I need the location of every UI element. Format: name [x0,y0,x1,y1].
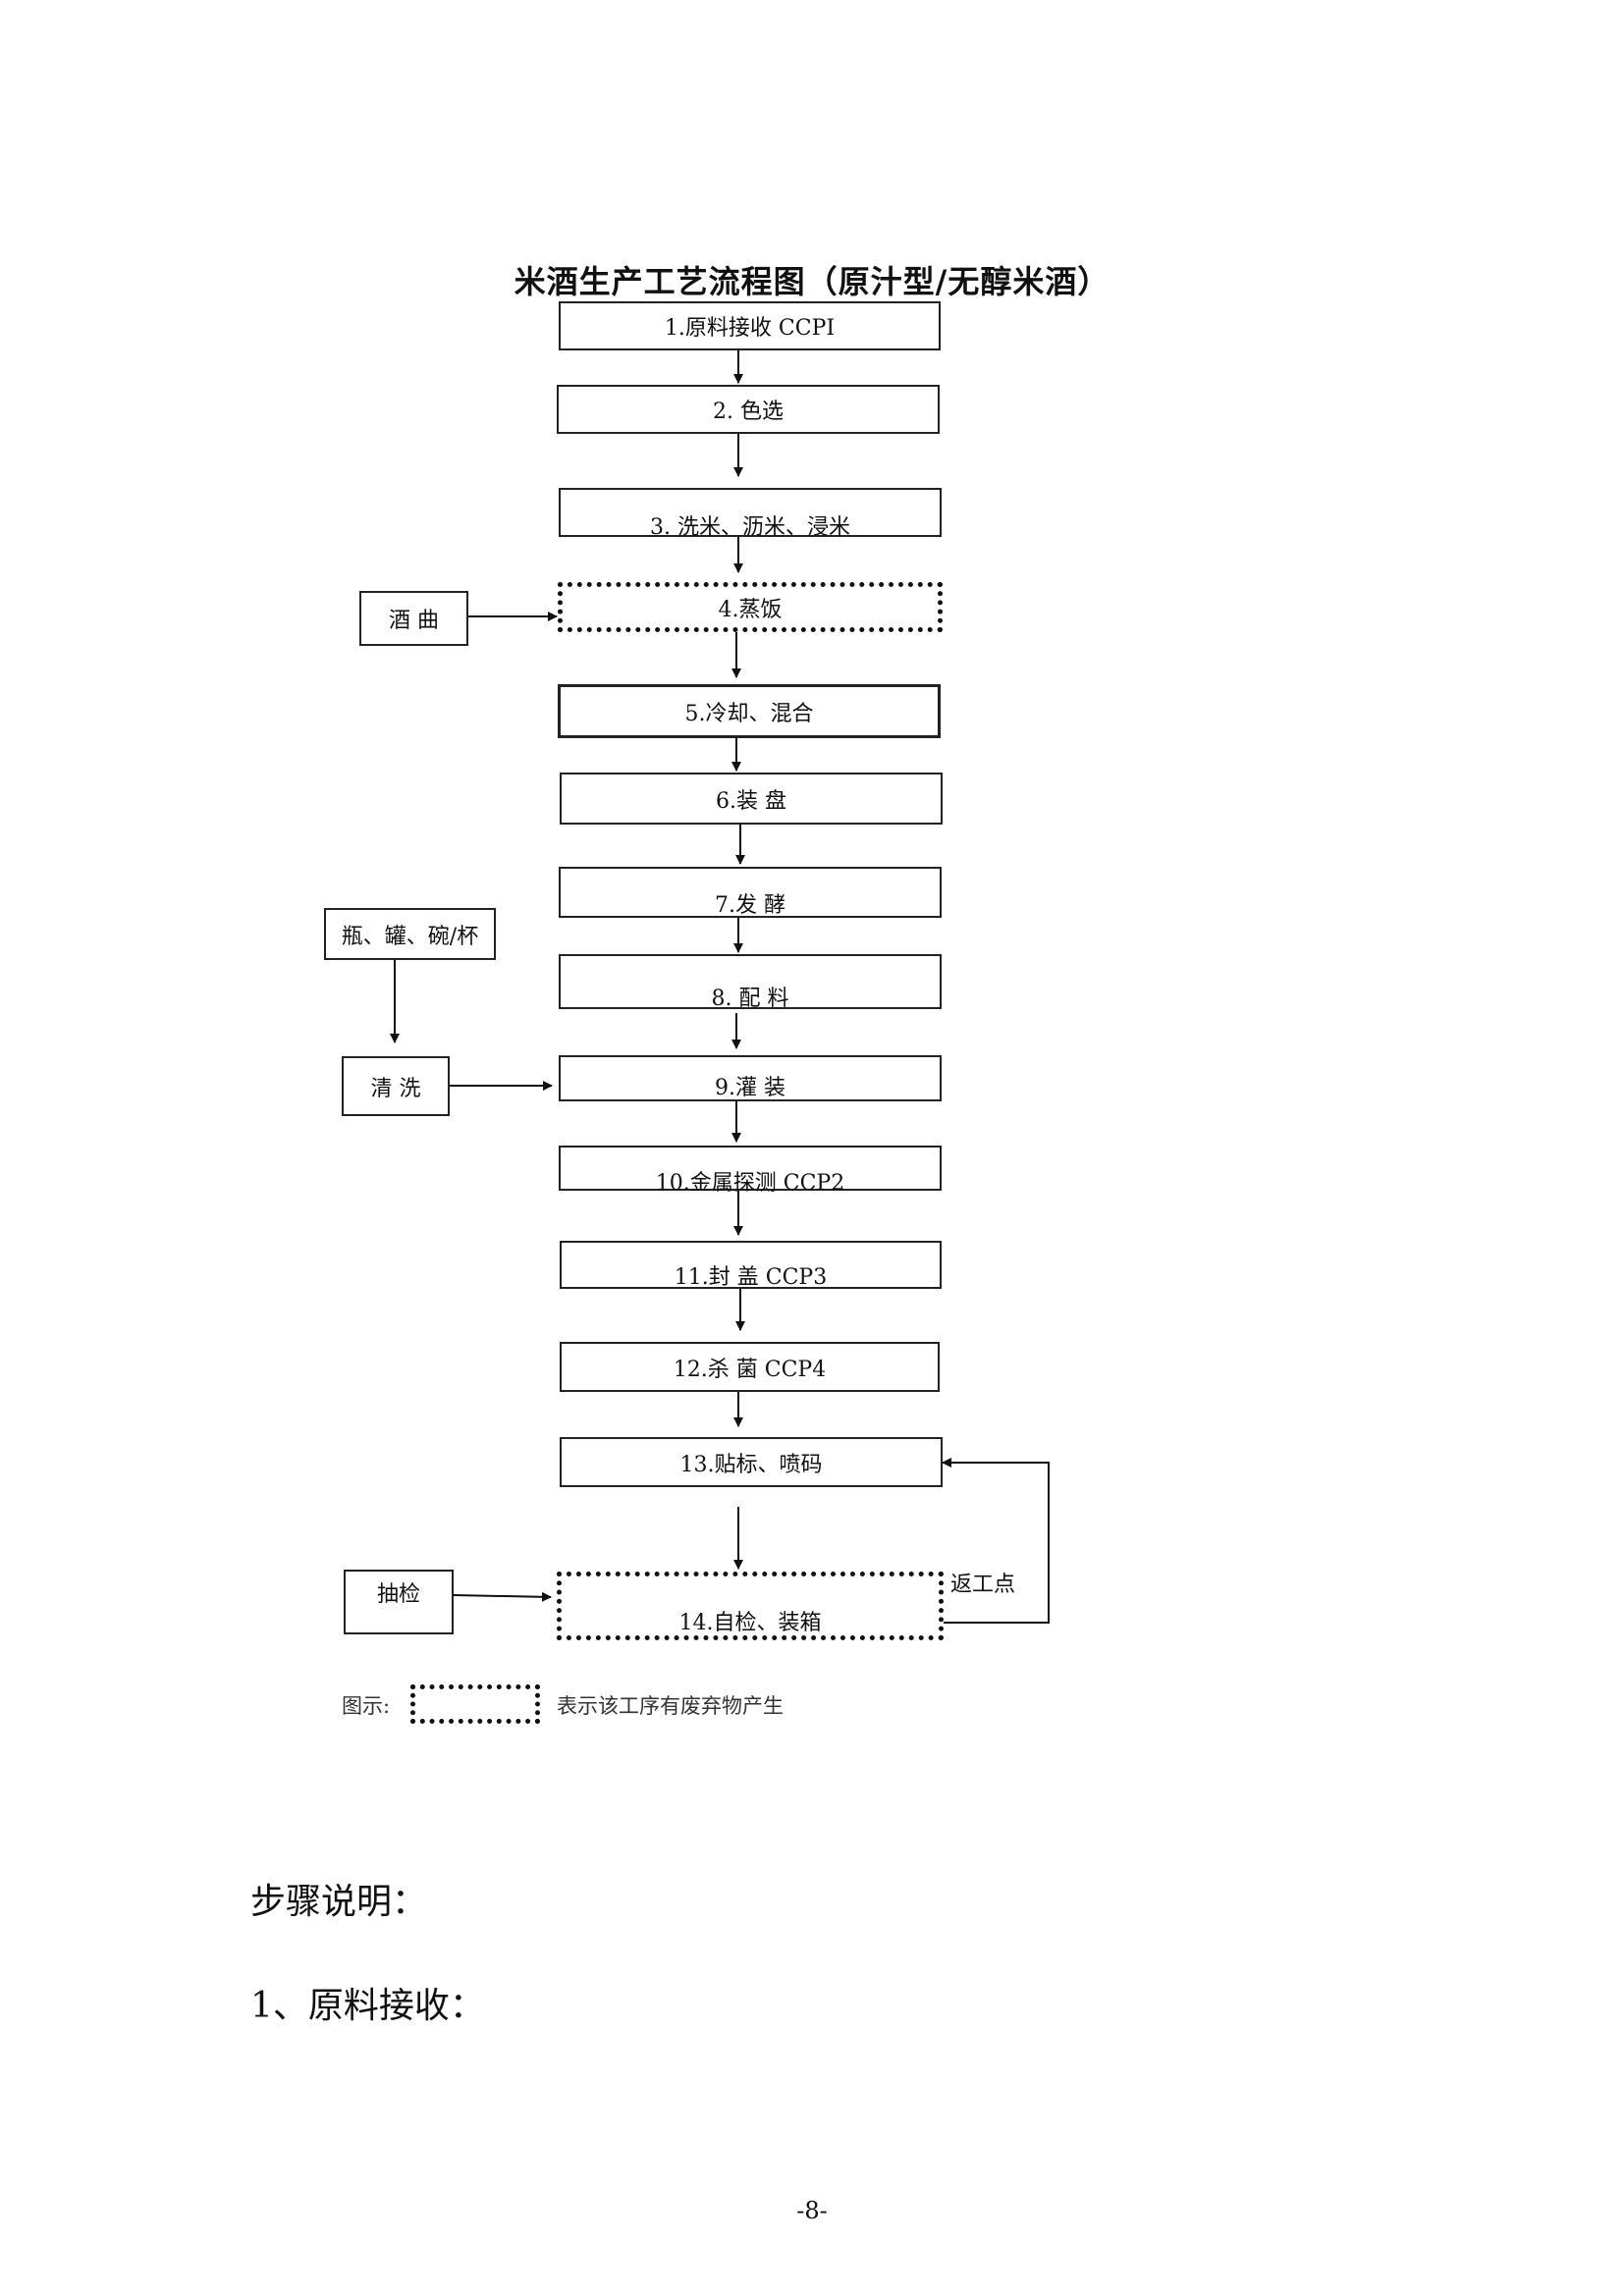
step-12-box: 12.杀 菌 CCP4 [560,1342,940,1392]
step-9-box: 9.灌 装 [559,1055,942,1101]
step-1-box: 1.原料接收 CCPI [559,301,941,350]
step-10-box: 10.金属探测 CCP2 [559,1146,942,1196]
containers-label: 瓶、罐、碗/杯 [341,924,479,949]
wash-label: 清 洗 [370,1076,421,1101]
legend-text: 表示该工序有废弃物产生 [557,1694,784,1718]
legend-label: 图示: [342,1694,391,1718]
rework-loop [941,1458,1050,1624]
arrow-sampling-14 [453,1591,552,1602]
jiuqu-box: 酒 曲 [359,591,468,646]
step-4-label: 4.蒸饭 [718,597,783,622]
wash-box: 清 洗 [342,1056,450,1116]
rework-point-label: 返工点 [950,1573,1016,1597]
jiuqu-label: 酒 曲 [389,609,439,633]
step-8-box: 8. 配 料 [559,954,942,1011]
page-number: -8- [796,2197,828,2224]
step-10-label: 10.金属探测 CCP2 [655,1171,845,1196]
step-6-label: 6.装 盘 [716,788,786,814]
step-6-box: 6.装 盘 [560,773,943,825]
sampling-box: 抽检 [344,1570,454,1634]
step-2-box: 2. 色选 [557,385,940,434]
step-13-box: 13.贴标、喷码 [560,1437,943,1487]
step-14-label: 14.自检、装箱 [678,1611,822,1635]
step-2-label: 2. 色选 [713,400,784,424]
sampling-label: 抽检 [376,1582,420,1607]
step-4-box: 4.蒸饭 [558,582,943,632]
step-5-box: 5.冷却、混合 [558,684,941,738]
step-13-label: 13.贴标、喷码 [679,1452,823,1477]
step-9-label: 9.灌 装 [715,1075,785,1100]
step-8-label: 8. 配 料 [711,987,789,1011]
section-1-heading: 1、原料接收： [250,1986,485,2026]
step-3-label: 3. 洗米、沥米、浸米 [650,515,850,540]
step-11-box: 11.封 盖 CCP3 [560,1241,942,1290]
step-3-box: 3. 洗米、沥米、浸米 [559,488,942,540]
step-14-box: 14.自检、装箱 [557,1572,944,1640]
step-12-label: 12.杀 菌 CCP4 [673,1357,827,1382]
diagram-title: 米酒生产工艺流程图（原汁型/无醇米酒） [514,263,1110,300]
steps-heading: 步骤说明： [250,1882,428,1922]
step-7-label: 7.发 酵 [715,893,785,918]
step-11-label: 11.封 盖 CCP3 [674,1264,828,1290]
step-1-label: 1.原料接收 CCPI [664,316,836,341]
containers-box: 瓶、罐、碗/杯 [324,908,496,960]
step-7-box: 7.发 酵 [559,867,942,918]
legend-dotted-box [410,1684,540,1724]
step-5-label: 5.冷却、混合 [684,701,814,726]
